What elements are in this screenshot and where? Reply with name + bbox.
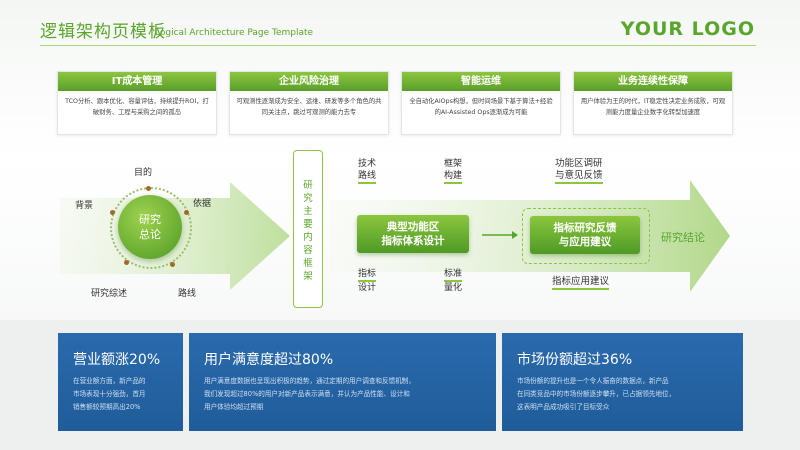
label-line: 与意见反馈 <box>555 170 603 184</box>
node-dot <box>110 210 115 215</box>
label-standard-quant: 标准 量化 <box>444 268 463 294</box>
card-aiops: 智能运维 全自动化AIOps构想，但时间场景下基于算法+经验的AI-Assist… <box>401 71 561 135</box>
page-title: 逻辑架构页模板 <box>40 22 166 42</box>
stat-card-revenue: 营业额涨20% 在营业额方面，新产品的 市场表现十分强劲，首月 销售额较预期高出… <box>58 333 183 431</box>
feedback-box: 指标研究反馈 与应用建议 <box>530 216 640 254</box>
label-line: 技术 <box>358 159 377 169</box>
stat-body: 市场份额的提升也是一个令人振奋的数据点，新产品 在同类竞品中的市场份额逐步攀升，… <box>517 375 675 414</box>
label-purpose: 目的 <box>134 168 153 178</box>
card-title: 智能运维 <box>402 72 560 91</box>
stat-title: 营业额涨20% <box>73 352 161 368</box>
stat-line: 用户体验均超过预期 <box>204 403 264 411</box>
circle-line-2: 总论 <box>139 228 161 241</box>
label-framework-build: 框架 构建 <box>444 158 463 184</box>
node-dot <box>124 260 129 265</box>
label-line: 功能区调研 <box>555 158 603 169</box>
node-dot <box>184 210 189 215</box>
card-title: IT成本管理 <box>58 72 216 91</box>
card-it-cost: IT成本管理 TCO分析、跟本优化、容量评估，持续提升ROI，打破财务、工程与采… <box>57 71 217 135</box>
label-line: 指标 <box>358 268 377 282</box>
typical-function-box: 典型功能区 指标体系设计 <box>357 215 469 253</box>
label-application-advice: 指标应用建议 <box>552 276 610 290</box>
card-title: 企业风险治理 <box>230 72 388 91</box>
card-continuity: 业务连续性保障 用户体验为王的时代，IT稳定性决定业务成败，可观测能力度量企业数… <box>573 71 733 135</box>
research-overview-circle: 研究 总论 <box>118 195 182 259</box>
card-body: 全自动化AIOps构想，但时间场景下基于算法+经验的AI-Assisted Op… <box>409 98 553 116</box>
stat-line: 用户满意度数据也呈现出积极的趋势，通过定期的用户调查和反馈机制， <box>204 377 415 385</box>
label-line: 标准 <box>444 268 463 282</box>
card-risk: 企业风险治理 可观测性逐渐成为安全、运维、研发等多个角色的共同关注点，跳过可观测… <box>229 71 389 135</box>
label-tech-route: 技术 路线 <box>358 158 377 184</box>
stat-line: 我们发现超过80%的用户对新产品表示满意，并认为产品性能、设计和 <box>204 390 410 398</box>
stat-card-satisfaction: 用户满意度超过80% 用户满意度数据也呈现出积极的趋势，通过定期的用户调查和反馈… <box>189 333 496 431</box>
card-body: TCO分析、跟本优化、容量评估，持续提升ROI，打破财务、工程与采购之间的孤岛 <box>65 98 209 116</box>
stat-title: 用户满意度超过80% <box>204 352 334 368</box>
page-subtitle: Logical Architecture Page Template <box>155 28 314 38</box>
label-line: 设计 <box>358 283 377 293</box>
stat-line: 市场表现十分强劲，首月 <box>73 390 146 398</box>
label-index-design: 指标 设计 <box>358 268 377 294</box>
stat-line: 这表明产品成功吸引了目标受众 <box>517 403 610 411</box>
framework-box: 研究主要内容框架 <box>293 150 323 308</box>
label-route: 路线 <box>178 289 197 299</box>
circle-ring <box>110 187 192 269</box>
stat-body: 用户满意度数据也呈现出积极的趋势，通过定期的用户调查和反馈机制， 我们发现超过8… <box>204 375 415 414</box>
feedback-dashed-frame <box>522 208 650 264</box>
label-line: 构建 <box>444 170 463 184</box>
logo: YOUR LOGO <box>620 18 755 40</box>
card-body: 用户体验为王的时代，IT稳定性决定业务成败，可观测能力度量企业数字化转型加速度 <box>580 98 726 116</box>
label-conclusion: 研究结论 <box>661 231 705 244</box>
card-body: 可观测性逐渐成为安全、运维、研发等多个角色的共同关注点，跳过可观测的能力去专 <box>236 98 382 116</box>
stat-line: 在同类竞品中的市场份额逐步攀升，已占据领先地位， <box>517 390 676 398</box>
label-line: 量化 <box>444 283 463 293</box>
box-line: 典型功能区 <box>386 221 440 233</box>
label-basis: 依据 <box>193 199 212 209</box>
circle-line-1: 研究 <box>139 213 161 226</box>
box-line: 与应用建议 <box>558 236 612 248</box>
arrow-icon <box>482 231 518 239</box>
node-dot <box>170 262 175 267</box>
stat-body: 在营业额方面，新产品的 市场表现十分强劲，首月 销售额较预期高出20% <box>73 375 146 414</box>
stat-line: 在营业额方面，新产品的 <box>73 377 146 385</box>
box-line: 指标体系设计 <box>381 235 445 247</box>
stat-title: 市场份额超过36% <box>517 352 633 368</box>
box-line: 指标研究反馈 <box>553 222 617 234</box>
title-divider <box>40 45 756 46</box>
label-line: 框架 <box>444 159 463 169</box>
label-line: 路线 <box>358 170 377 184</box>
stat-card-market-share: 市场份额超过36% 市场份额的提升也是一个令人振奋的数据点，新产品 在同类竞品中… <box>502 333 743 431</box>
stat-line: 销售额较预期高出20% <box>73 403 141 411</box>
framework-label: 研究主要内容框架 <box>303 180 313 282</box>
label-review: 研究综述 <box>91 289 128 299</box>
stat-line: 市场份额的提升也是一个令人振奋的数据点，新产品 <box>517 377 669 385</box>
card-title: 业务连续性保障 <box>574 72 732 91</box>
label-survey-feedback: 功能区调研 与意见反馈 <box>555 158 603 184</box>
label-background: 背景 <box>75 201 94 211</box>
label-line: 指标应用建议 <box>552 276 610 290</box>
node-dot <box>146 186 151 191</box>
